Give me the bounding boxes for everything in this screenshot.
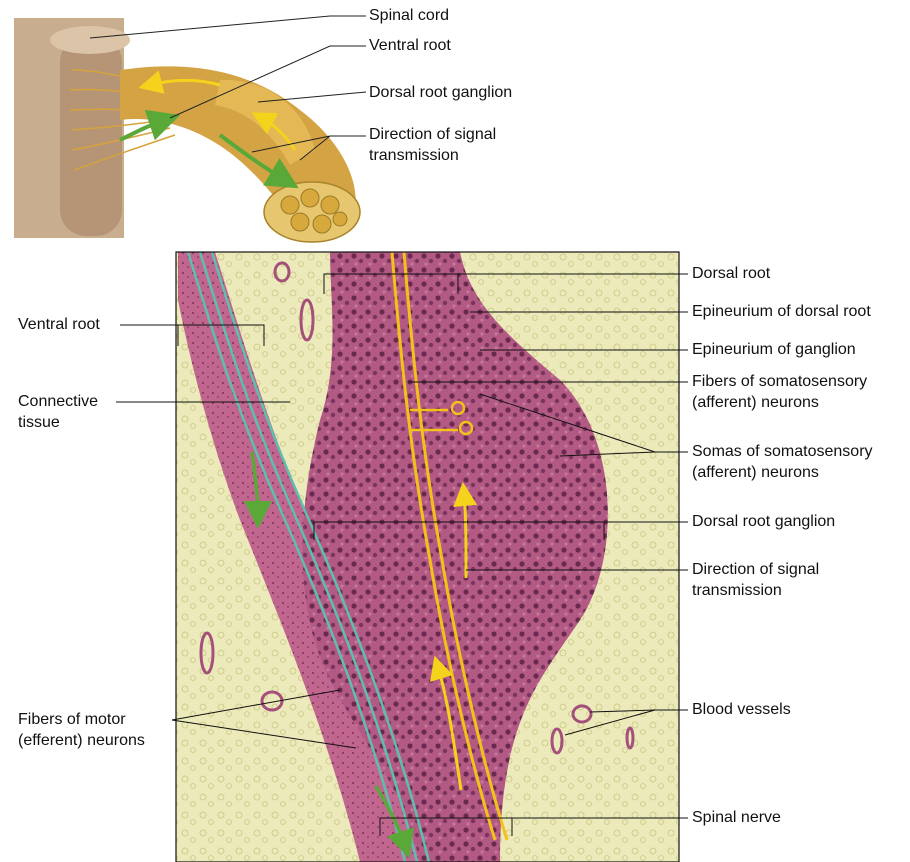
label-epineurium-dorsal-root: Epineurium of dorsal root — [692, 302, 871, 322]
label-direction-top-line1: Direction of signal — [369, 125, 496, 145]
spinal-cord-segment — [60, 36, 122, 236]
label-spinal-cord: Spinal cord — [369, 6, 449, 26]
label-ventral-root-top: Ventral root — [369, 36, 451, 56]
label-blood-vessels: Blood vessels — [692, 700, 791, 720]
label-direction-line2: transmission — [692, 581, 782, 601]
label-dorsal-root: Dorsal root — [692, 264, 770, 284]
label-connective-line1: Connective — [18, 392, 98, 412]
label-somas-line1: Somas of somatosensory — [692, 442, 873, 462]
label-direction-top-line2: transmission — [369, 146, 459, 166]
label-epineurium-ganglion: Epineurium of ganglion — [692, 340, 856, 360]
label-motor-line2: (efferent) neurons — [18, 731, 145, 751]
spinal-cord-top — [50, 26, 130, 54]
spinal-nerve-illustration — [14, 18, 360, 242]
label-fibers-line1: Fibers of somatosensory — [692, 372, 867, 392]
label-ventral-root-left: Ventral root — [18, 315, 100, 335]
label-fibers-line2: (afferent) neurons — [692, 393, 819, 413]
label-direction-line1: Direction of signal — [692, 560, 819, 580]
label-spinal-nerve: Spinal nerve — [692, 808, 781, 828]
label-somas-line2: (afferent) neurons — [692, 463, 819, 483]
label-connective-line2: tissue — [18, 413, 60, 433]
micrograph — [176, 252, 679, 862]
label-motor-line1: Fibers of motor — [18, 710, 126, 730]
label-dorsal-root-ganglion: Dorsal root ganglion — [692, 512, 835, 532]
label-dorsal-root-ganglion-top: Dorsal root ganglion — [369, 83, 512, 103]
